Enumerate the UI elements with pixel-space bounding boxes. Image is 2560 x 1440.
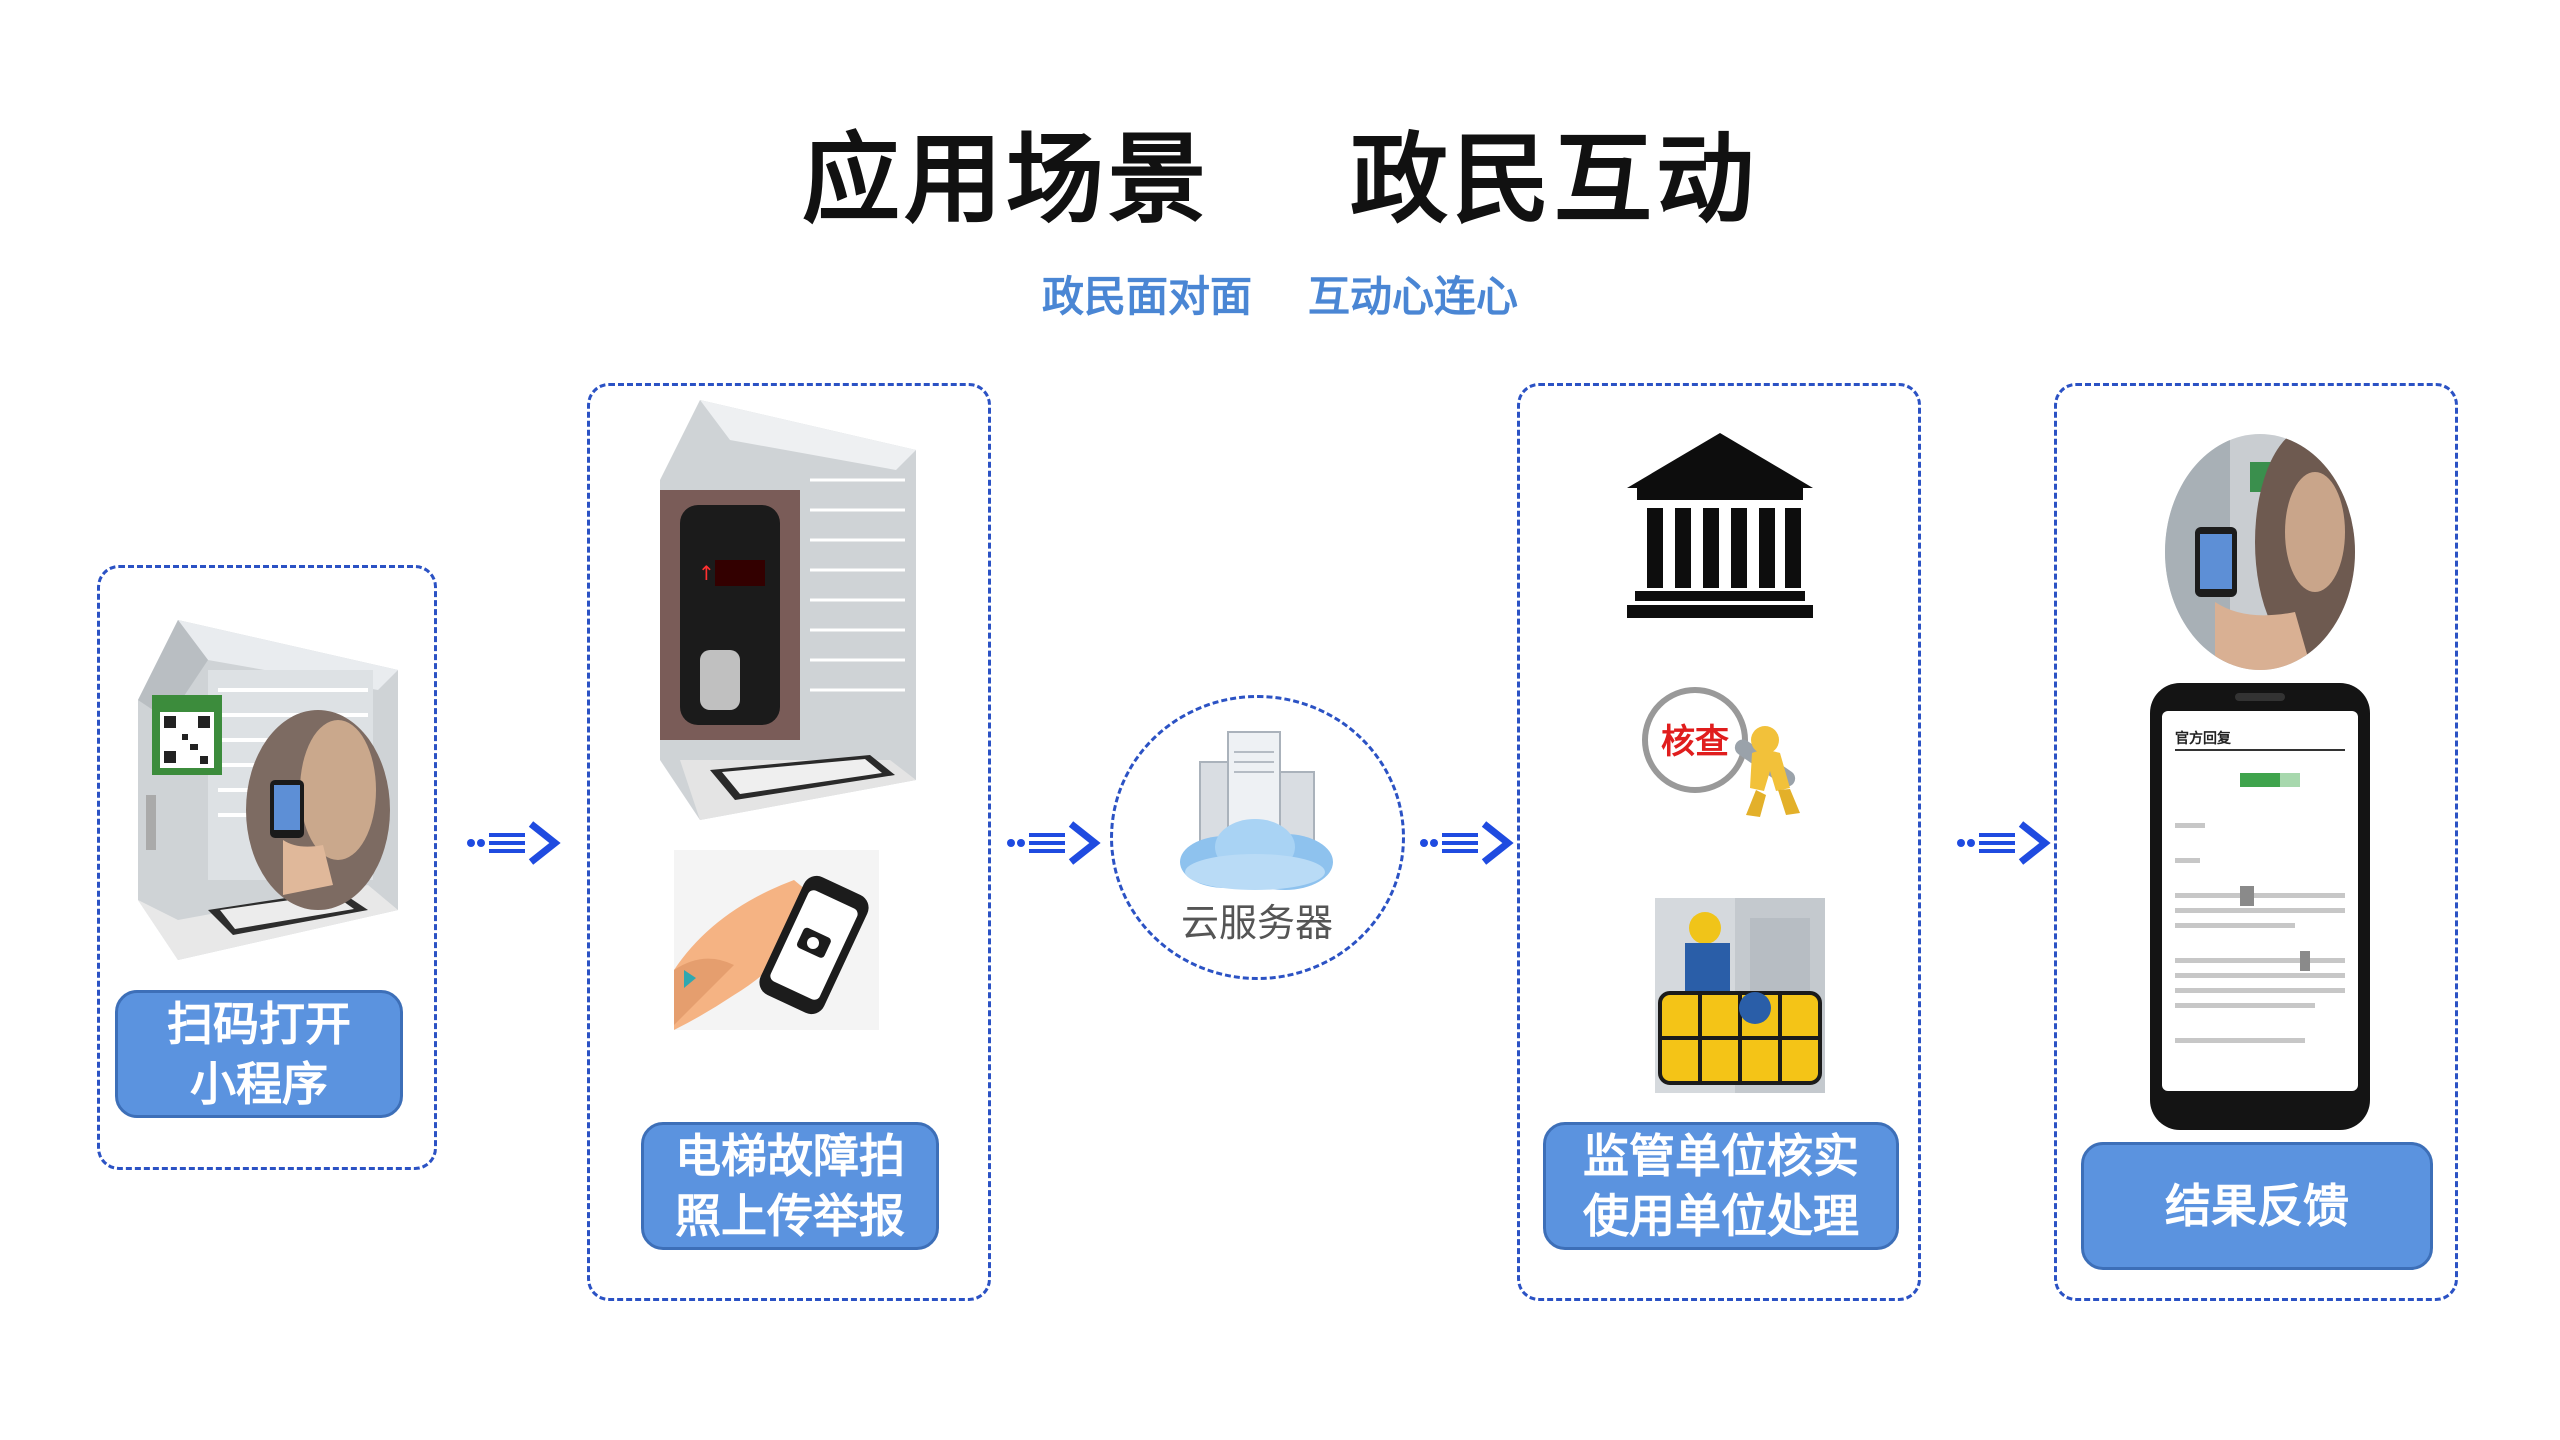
- title-part-1: 应用场景: [801, 122, 1210, 237]
- step-4-line-2: 使用单位处理: [1583, 1189, 1859, 1243]
- inspect-magnifier-icon: 核查: [1642, 687, 1800, 817]
- elevator-image: [138, 620, 398, 960]
- cloud-server-label: 云服务器: [1180, 901, 1333, 945]
- step-1-line-2: 小程序: [190, 1057, 328, 1111]
- page-title: 应用场景 政民互动: [0, 100, 2560, 242]
- step-4-panel: [1517, 383, 1921, 1301]
- step-5-label: 结果反馈: [2081, 1142, 2433, 1270]
- step-5-panel: [2054, 383, 2458, 1301]
- step-2-panel: [587, 383, 991, 1301]
- smartphone-icon: 官方回复: [2150, 683, 2370, 1130]
- step-1-label: 扫码打开小程序: [115, 990, 403, 1118]
- step-1-line-1: 扫码打开: [167, 997, 351, 1051]
- step-2-line-1: 电梯故障拍: [675, 1129, 905, 1183]
- step-4-label: 监管单位核实使用单位处理: [1543, 1122, 1899, 1250]
- elevator-panel-image: ↑↓: [660, 400, 916, 820]
- subtitle-part-2: 互动心连心: [1308, 272, 1519, 321]
- repair-worker-image: [1655, 898, 1825, 1093]
- cloud-server-circle: [1110, 695, 1405, 980]
- flow-arrow-1: [467, 821, 561, 865]
- user-scanning-image: [2165, 434, 2355, 670]
- flow-arrow-2: [1007, 821, 1101, 865]
- phone-header-text: 官方回复: [2175, 730, 2232, 747]
- subtitle-part-1: 政民面对面: [1041, 272, 1252, 321]
- step-5-line-1: 结果反馈: [2165, 1179, 2349, 1233]
- inspect-badge-text: 核查: [1661, 722, 1729, 762]
- title-part-2: 政民互动: [1350, 122, 1759, 237]
- flow-arrow-4: [1957, 821, 2051, 865]
- page-subtitle: 政民面对面 互动心连心: [0, 263, 2560, 324]
- flow-arrow-3: [1420, 821, 1514, 865]
- step-2-line-2: 照上传举报: [675, 1189, 905, 1243]
- step-1-panel: [97, 565, 437, 1170]
- step-2-label: 电梯故障拍照上传举报: [641, 1122, 939, 1250]
- step-4-line-1: 监管单位核实: [1583, 1129, 1859, 1183]
- government-building-icon: [1627, 433, 1813, 618]
- cloud-server-icon: [1180, 731, 1333, 890]
- phone-camera-icon: [674, 850, 879, 1030]
